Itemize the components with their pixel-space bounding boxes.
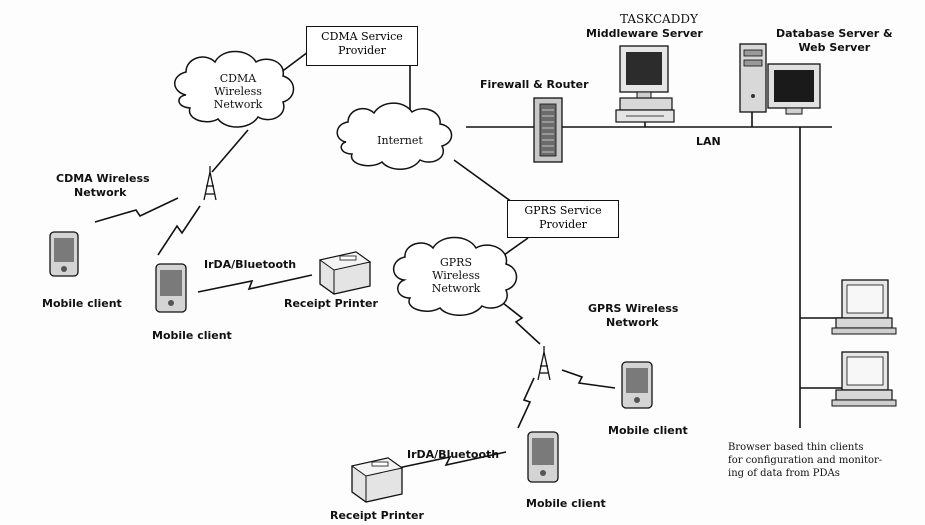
irda-bluetooth-label-1: IrDA/Bluetooth xyxy=(204,258,297,271)
gprs-service-provider-box: GPRS Service Provider xyxy=(507,200,619,238)
pda-icon xyxy=(527,431,559,483)
gprs-cloud-label: GPRS Wireless Network xyxy=(431,256,481,295)
tower-icon xyxy=(537,346,551,381)
wireless-link-tower-mobile3 xyxy=(561,369,616,389)
gprs-wireless-network-label: GPRS Wireless Network xyxy=(588,302,679,329)
middleware-server-label: Middleware Server xyxy=(586,27,703,40)
taskcaddy-label: TASKCADDY xyxy=(620,12,698,26)
monitor-icon xyxy=(767,63,821,115)
pda-icon xyxy=(49,231,79,277)
desktop-computer-icon xyxy=(831,351,897,407)
mobile-client-label-1: Mobile client xyxy=(42,297,122,310)
mobile-client-label-4: Mobile client xyxy=(526,497,606,510)
cdma-service-provider-line-1: CDMA Service xyxy=(321,30,403,43)
wireless-link-mobile2-tower xyxy=(157,205,201,256)
mobile-client-label-2: Mobile client xyxy=(152,329,232,342)
firewall-router-label: Firewall & Router xyxy=(480,78,589,91)
link-cloud-cdma-provider xyxy=(279,51,309,74)
cdma-wireless-network-label: CDMA Wireless Network xyxy=(56,172,150,199)
server-icon xyxy=(739,43,767,113)
link-tower-cdma-cloud xyxy=(211,129,249,173)
cdma-service-provider-line-2: Provider xyxy=(338,44,386,57)
cdma-service-provider-box: CDMA Service Provider xyxy=(306,26,418,66)
link-gprs-provider-cloud xyxy=(503,237,529,256)
mobile-client-label-3: Mobile client xyxy=(608,424,688,437)
cdma-cloud-icon xyxy=(174,50,295,128)
link-internet-gprs xyxy=(453,159,513,203)
wireless-link-gprs-cloud-tower xyxy=(502,302,541,345)
middleware-server-icon xyxy=(615,45,675,123)
printer-icon xyxy=(318,251,372,295)
database-server-label: Database Server & Web Server xyxy=(776,27,893,54)
wireless-link-irda-1 xyxy=(197,274,313,293)
gprs-service-provider-line-2: Provider xyxy=(539,218,587,231)
internet-cloud-label: Internet xyxy=(377,134,423,147)
wireless-link-irda-2 xyxy=(397,451,507,469)
wireless-link-tower-mobile4 xyxy=(517,377,535,429)
firewall-icon xyxy=(533,97,563,163)
wireless-link-mobile-cdma xyxy=(94,197,179,223)
internet-cloud-icon xyxy=(336,102,453,170)
cdma-cloud-label: CDMA Wireless Network xyxy=(213,72,263,111)
browser-clients-note: Browser based thin clients for configura… xyxy=(728,442,883,479)
printer-icon xyxy=(350,457,404,503)
pda-icon xyxy=(621,361,653,409)
desktop-computer-icon xyxy=(831,279,897,335)
lan-label: LAN xyxy=(696,135,721,148)
tower-icon xyxy=(203,166,217,201)
gprs-cloud-icon xyxy=(392,236,518,316)
irda-bluetooth-label-2: IrDA/Bluetooth xyxy=(407,448,500,461)
receipt-printer-label-1: Receipt Printer xyxy=(284,297,378,310)
receipt-printer-label-2: Receipt Printer xyxy=(330,509,424,522)
gprs-service-provider-line-1: GPRS Service xyxy=(524,204,602,217)
pda-icon xyxy=(155,263,187,313)
